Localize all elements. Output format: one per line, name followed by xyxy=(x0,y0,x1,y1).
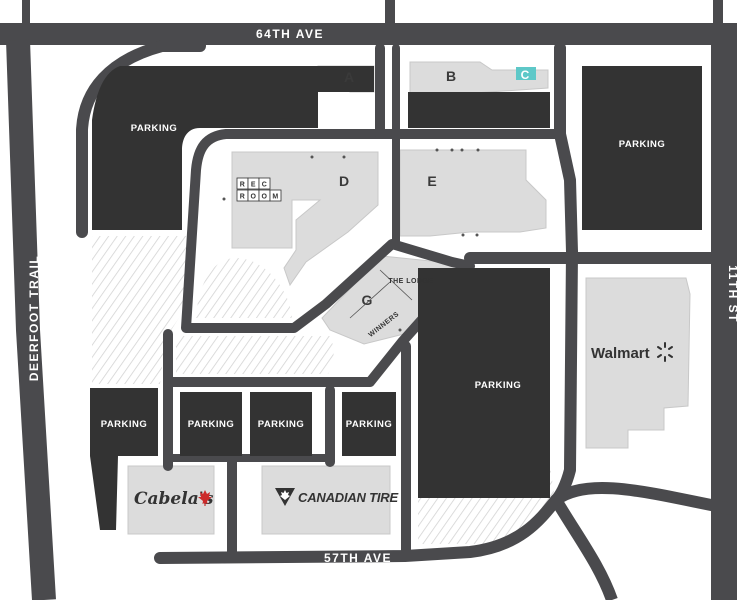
tenant-canadian-tire: CANADIAN TIRE xyxy=(298,490,398,505)
parking-south-3 xyxy=(250,392,312,456)
road-vertical-east xyxy=(554,42,578,258)
spark-ray-dl xyxy=(657,354,662,358)
road-label-11th-st: 11TH ST xyxy=(726,265,737,323)
parking-label-center: PARKING xyxy=(475,380,522,391)
hatched-area-west xyxy=(92,236,196,384)
parking-label-south-1: PARKING xyxy=(101,419,148,430)
building-label-d: D xyxy=(339,173,349,189)
entrance-marker xyxy=(476,148,480,152)
parking-south-4 xyxy=(342,392,396,456)
road-east-spine xyxy=(550,246,578,506)
parking-center xyxy=(418,268,550,498)
rec-room-letter-m: M xyxy=(272,194,278,201)
parking-northwest xyxy=(92,66,374,230)
entrance-marker xyxy=(461,233,465,237)
spark-ray-dr xyxy=(668,354,673,358)
tenant-walmart: Walmart xyxy=(591,345,650,362)
parking-label-south-4: PARKING xyxy=(346,419,393,430)
building-label-c: C xyxy=(521,68,530,82)
entrance-marker xyxy=(398,328,402,332)
building-label-e: E xyxy=(427,173,436,189)
entrance-marker xyxy=(450,148,454,152)
building-walmart xyxy=(585,277,691,449)
hatched-area-curve xyxy=(196,258,292,318)
hatched-area-south-strip xyxy=(176,336,334,374)
lodge-divider xyxy=(379,269,413,301)
building-e xyxy=(399,149,547,237)
road-label-deerfoot-trail: DEERFOOT TRAIL xyxy=(27,255,41,381)
road-label-64th-ave: 64TH AVE xyxy=(256,27,324,41)
parking-structures xyxy=(90,66,702,530)
rec-room-logo: R E C R O O M xyxy=(236,177,282,202)
road-inner-loop xyxy=(163,129,475,387)
tenant-cabelas: Cabela's xyxy=(134,489,214,509)
parking-northeast xyxy=(582,66,702,230)
entrance-marker xyxy=(310,155,314,159)
parking-label-northwest: PARKING xyxy=(131,123,178,134)
entrance-marker xyxy=(222,197,226,201)
building-c-accent xyxy=(516,67,536,80)
entrance-marker xyxy=(435,148,439,152)
rec-room-letter-r2: R xyxy=(240,194,246,201)
entrance-marker xyxy=(342,155,346,159)
parking-label-south-3: PARKING xyxy=(258,419,305,430)
parking-label-south-2: PARKING xyxy=(188,419,235,430)
rec-room-letter-e: E xyxy=(251,182,256,189)
building-cabelas xyxy=(127,465,215,535)
entrance-marker xyxy=(460,148,464,152)
tenant-the-lodge: THE LODGE xyxy=(388,278,433,285)
parking-north-strip xyxy=(408,92,550,128)
road-label-57th-ave: 57TH AVE xyxy=(324,551,392,565)
road-west-ring xyxy=(76,40,168,238)
entrance-markers xyxy=(222,148,480,332)
rec-room-cell-c xyxy=(258,177,271,190)
entrance-marker xyxy=(475,233,479,237)
rec-room-letter-r1: R xyxy=(240,182,246,189)
parking-south-2 xyxy=(180,392,242,456)
canadian-tire-leaf-icon xyxy=(280,490,290,500)
building-label-b: B xyxy=(446,68,456,84)
walmart-spark-icon xyxy=(657,342,673,362)
building-label-g: G xyxy=(362,292,373,308)
spark-ray-ul xyxy=(657,346,662,350)
rec-room-letter-o1: O xyxy=(251,194,257,201)
parking-label-northeast: PARKING xyxy=(619,139,666,150)
parking-south-west xyxy=(90,388,158,530)
spark-ray-ur xyxy=(668,346,673,350)
rec-room-letter-c: C xyxy=(262,182,268,189)
maple-leaf-icon xyxy=(198,490,212,506)
road-deerfoot-trail xyxy=(6,39,56,600)
building-label-a: A xyxy=(344,69,354,85)
winners-divider xyxy=(349,281,391,319)
rec-room-cell-m xyxy=(269,189,282,202)
road-south-curve xyxy=(550,496,618,600)
rec-room-letter-o2: O xyxy=(262,194,268,201)
